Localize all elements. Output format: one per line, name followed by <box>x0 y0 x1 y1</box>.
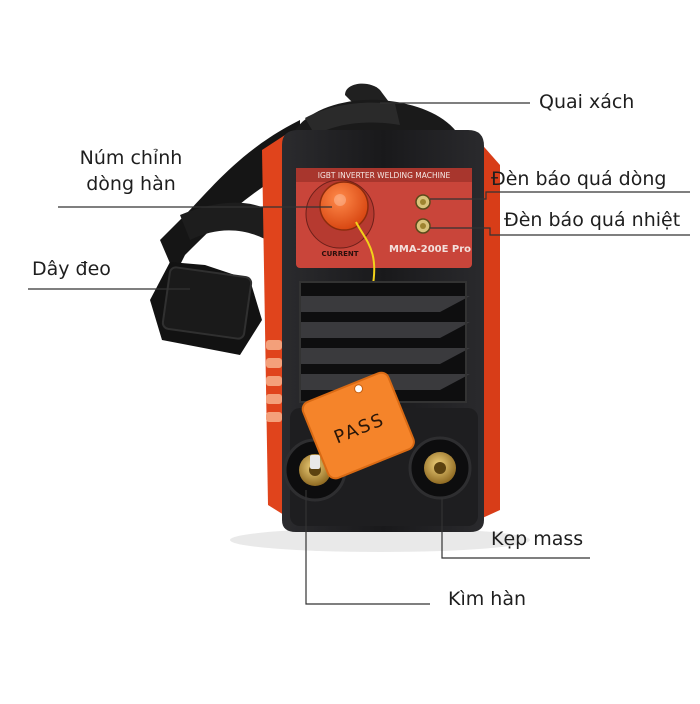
pass-tag: PASS <box>301 371 415 480</box>
strap-loop <box>180 202 290 245</box>
side-vents <box>266 340 282 422</box>
handle-strap <box>305 102 400 135</box>
leader-kim-han <box>305 490 430 605</box>
label-num-chinh-dong-han: Núm chỉnh dòng hàn <box>56 146 206 197</box>
label-quai-xach: Quai xách <box>539 91 635 113</box>
label-den-bao-qua-nhiet: Đèn báo quá nhiệt <box>504 209 681 231</box>
label-day-deo: Dây đeo <box>32 258 111 280</box>
floor-shadow <box>230 528 530 552</box>
model-text: MMA-200E Pro <box>389 244 471 255</box>
current-knob[interactable] <box>319 181 369 231</box>
panel-header-strip <box>296 168 472 182</box>
leader-den-qua-nhiet <box>430 227 690 236</box>
leader-kep-mass <box>441 498 590 559</box>
label-num-chinh-line1: Núm chỉnh <box>79 147 183 169</box>
label-num-chinh-line2: dòng hàn <box>86 172 176 195</box>
leader-lines <box>28 102 690 605</box>
knob-caption: CURRENT <box>321 250 358 258</box>
leader-den-qua-dong <box>430 191 690 200</box>
label-kep-mass: Kẹp mass <box>491 528 584 550</box>
panel-title: IGBT INVERTER WELDING MACHINE <box>318 171 451 180</box>
strap-pad <box>161 266 253 340</box>
label-den-bao-qua-dong: Đèn báo quá dòng <box>491 168 667 190</box>
front-vent-grille <box>299 281 470 403</box>
label-kim-han: Kìm hàn <box>448 588 527 610</box>
